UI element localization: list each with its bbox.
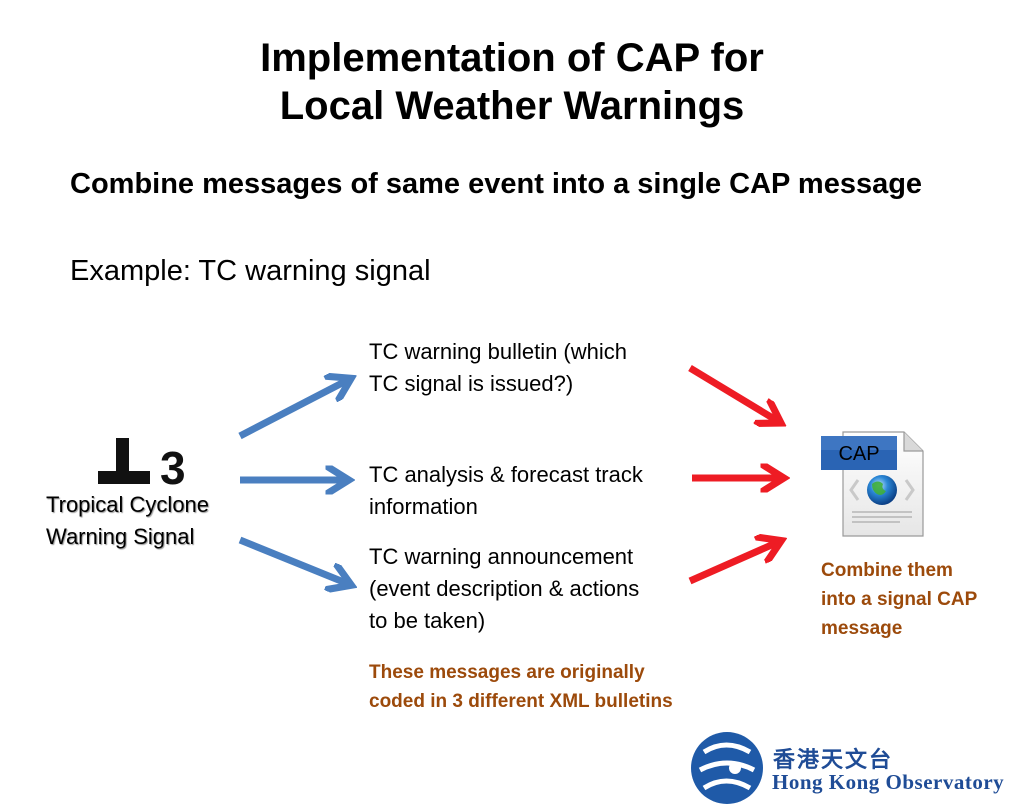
logo-english-name: Hong Kong Observatory [772,770,1005,794]
message-announcement-line-2: (event description & actions [369,576,640,601]
note-xml-line-1: These messages are originally [369,662,645,683]
note-combine-line-2: into a signal CAP [821,589,978,610]
signal-base [98,471,150,484]
blue-arrow-3 [238,536,346,583]
note-combine: Combine them into a signal CAP message [821,556,977,643]
slide-subtitle: Combine messages of same event into a si… [70,168,923,200]
red-arrow-1 [688,365,776,420]
message-announcement: TC warning announcement (event descripti… [369,541,639,637]
message-announcement-line-3: to be taken) [369,608,486,633]
cap-document-label: CAP [838,443,879,465]
message-track-line-1: TC analysis & forecast track [369,462,643,487]
red-arrow-3 [688,543,776,585]
tc-signal-symbol-icon: 3 [98,438,186,494]
message-track-line-2: information [369,494,478,519]
signal-label: Tropical Cyclone Warning Signal [46,489,209,553]
note-combine-line-3: message [821,618,903,639]
message-bulletin-line-2: TC signal is issued?) [369,371,574,396]
message-bulletin: TC warning bulletin (which TC signal is … [369,336,627,400]
note-xml-line-2: coded in 3 different XML bulletins [369,691,673,712]
note-combine-line-1: Combine them [821,560,953,581]
cap-document-icon: CAP [821,431,924,537]
signal-number: 3 [160,442,186,494]
message-track: TC analysis & forecast track information [369,459,643,523]
hko-logo-icon [691,732,763,804]
signal-label-line-2: Warning Signal [46,524,195,549]
message-announcement-line-1: TC warning announcement [369,544,634,569]
message-bulletin-line-1: TC warning bulletin (which [369,339,627,364]
note-xml-bulletins: These messages are originally coded in 3… [369,658,673,716]
signal-stem [116,438,129,472]
title-line-1: Implementation of CAP for [260,36,764,80]
logo-chinese-name: 香港天文台 [773,748,894,773]
signal-label-line-1: Tropical Cyclone [46,492,210,517]
slide-title: Implementation of CAP for Local Weather … [0,34,1024,130]
title-line-2: Local Weather Warnings [279,84,745,128]
example-heading: Example: TC warning signal [70,255,431,287]
blue-arrow-1 [238,381,346,440]
